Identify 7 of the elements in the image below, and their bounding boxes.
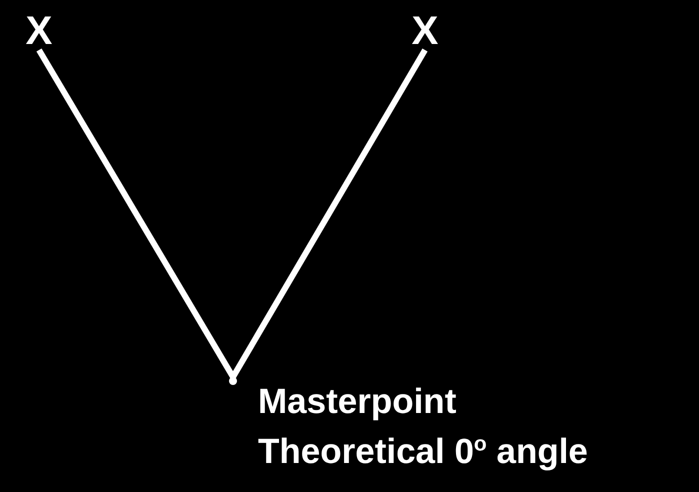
point-caption: Masterpoint	[258, 381, 458, 423]
cross-mark: X	[408, 12, 442, 50]
vertex-point	[229, 377, 237, 385]
line	[36, 48, 236, 379]
cross-mark: X	[22, 12, 56, 50]
point-caption: Theoretical 0$^{o}$ angle	[258, 430, 588, 473]
line	[230, 48, 428, 379]
